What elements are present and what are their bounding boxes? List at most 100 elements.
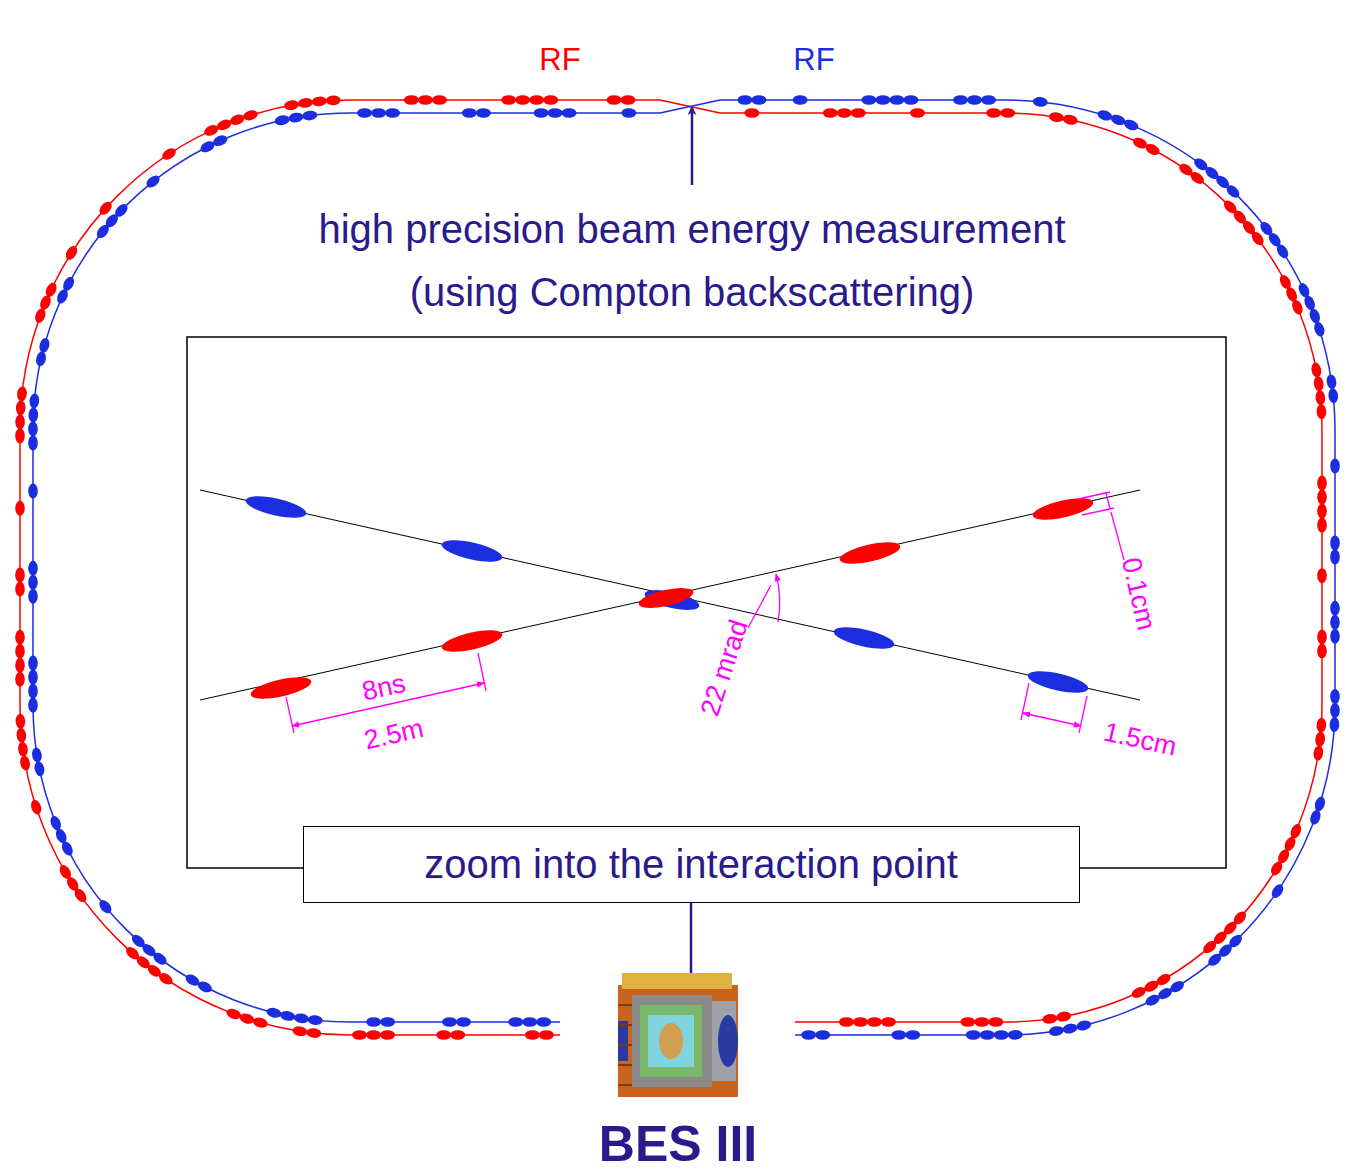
bunch — [1329, 717, 1339, 733]
bunch — [1048, 111, 1064, 123]
bunch — [1206, 951, 1224, 968]
bunch — [252, 1016, 269, 1029]
bunch — [1312, 321, 1326, 338]
bunch — [371, 108, 386, 118]
bunch — [1313, 376, 1325, 392]
bunch — [38, 337, 51, 354]
storage-rings — [20, 100, 1335, 1035]
bunch — [229, 113, 246, 127]
bunch — [905, 1030, 920, 1040]
bunch — [238, 1012, 255, 1026]
bunch — [160, 146, 178, 162]
bunch — [981, 95, 996, 105]
bunch — [501, 95, 516, 105]
bunch — [436, 1030, 451, 1040]
bunch — [15, 501, 25, 516]
bunch — [196, 979, 214, 994]
bunch — [1269, 860, 1285, 878]
bunch — [292, 1025, 308, 1037]
bunch — [94, 223, 111, 241]
bunch — [1096, 109, 1113, 123]
beam-line — [200, 490, 1140, 700]
bunch — [751, 95, 766, 105]
bunch — [225, 1007, 242, 1021]
bunch — [33, 761, 45, 778]
bunch — [1312, 745, 1324, 761]
bunch — [1326, 374, 1338, 390]
bunch — [456, 1017, 471, 1027]
bunch — [293, 1012, 309, 1024]
bunch — [15, 582, 25, 597]
bunch — [97, 199, 114, 217]
bunch — [380, 1030, 395, 1040]
bunch — [867, 1017, 882, 1027]
bunch — [302, 110, 318, 121]
bunch — [1315, 731, 1326, 747]
bunch — [31, 747, 43, 763]
bunch — [607, 95, 622, 105]
bunch — [15, 644, 25, 659]
interaction-zoom — [200, 490, 1140, 733]
bunch — [910, 108, 925, 118]
bunch — [311, 96, 327, 107]
bunch — [28, 589, 38, 604]
bunch — [442, 1017, 457, 1027]
bunch — [151, 950, 169, 967]
bunch — [15, 658, 25, 673]
dimension-lines — [286, 492, 1124, 733]
bunch — [1122, 118, 1140, 133]
bunch — [1317, 568, 1327, 583]
bunch — [55, 288, 70, 306]
bunch — [839, 1017, 854, 1027]
bunch — [242, 108, 259, 122]
connector-arrow — [690, 903, 693, 983]
zoom-panel — [187, 337, 1226, 868]
bunch — [15, 714, 25, 729]
bunch — [539, 1030, 554, 1040]
bunch — [980, 1030, 995, 1040]
bunch — [29, 393, 40, 409]
bunch — [1330, 615, 1340, 630]
bunch — [28, 561, 38, 576]
bunch — [366, 1030, 381, 1040]
bunch — [793, 95, 808, 105]
bunch — [881, 1017, 896, 1027]
bunch — [279, 1010, 296, 1022]
bunch — [28, 575, 38, 590]
bunch — [967, 95, 982, 105]
bunch — [1144, 993, 1162, 1008]
beam-bunches — [15, 95, 1340, 1040]
bunch — [307, 1015, 323, 1026]
bunch — [994, 1030, 1009, 1040]
bunch — [1316, 717, 1327, 733]
bunch — [19, 755, 31, 771]
bunch — [986, 108, 1001, 118]
bunch — [326, 95, 341, 105]
bunch — [476, 108, 491, 118]
bunch — [529, 95, 544, 105]
bunch — [1313, 795, 1327, 812]
bunch — [28, 421, 38, 436]
bunch — [1330, 689, 1340, 704]
bunch — [157, 971, 175, 987]
bunch — [28, 656, 38, 671]
bunch — [16, 386, 27, 402]
bunch — [404, 95, 419, 105]
bunch — [1274, 243, 1290, 261]
bunch — [274, 114, 291, 127]
bunch — [853, 1017, 868, 1027]
bunch — [1330, 629, 1340, 644]
bunch — [1315, 390, 1326, 406]
beam-line — [200, 490, 1140, 700]
bunch — [1000, 108, 1015, 118]
bunch — [837, 108, 852, 118]
bunch — [960, 1017, 975, 1027]
bunch — [1317, 643, 1327, 658]
bunch — [966, 1030, 981, 1040]
bunch — [525, 1030, 540, 1040]
ring-line — [660, 100, 720, 113]
bunch — [621, 95, 636, 105]
leader-arrow — [691, 107, 694, 185]
bunch — [357, 108, 372, 118]
dimension-label: 22 mrad — [696, 616, 755, 719]
